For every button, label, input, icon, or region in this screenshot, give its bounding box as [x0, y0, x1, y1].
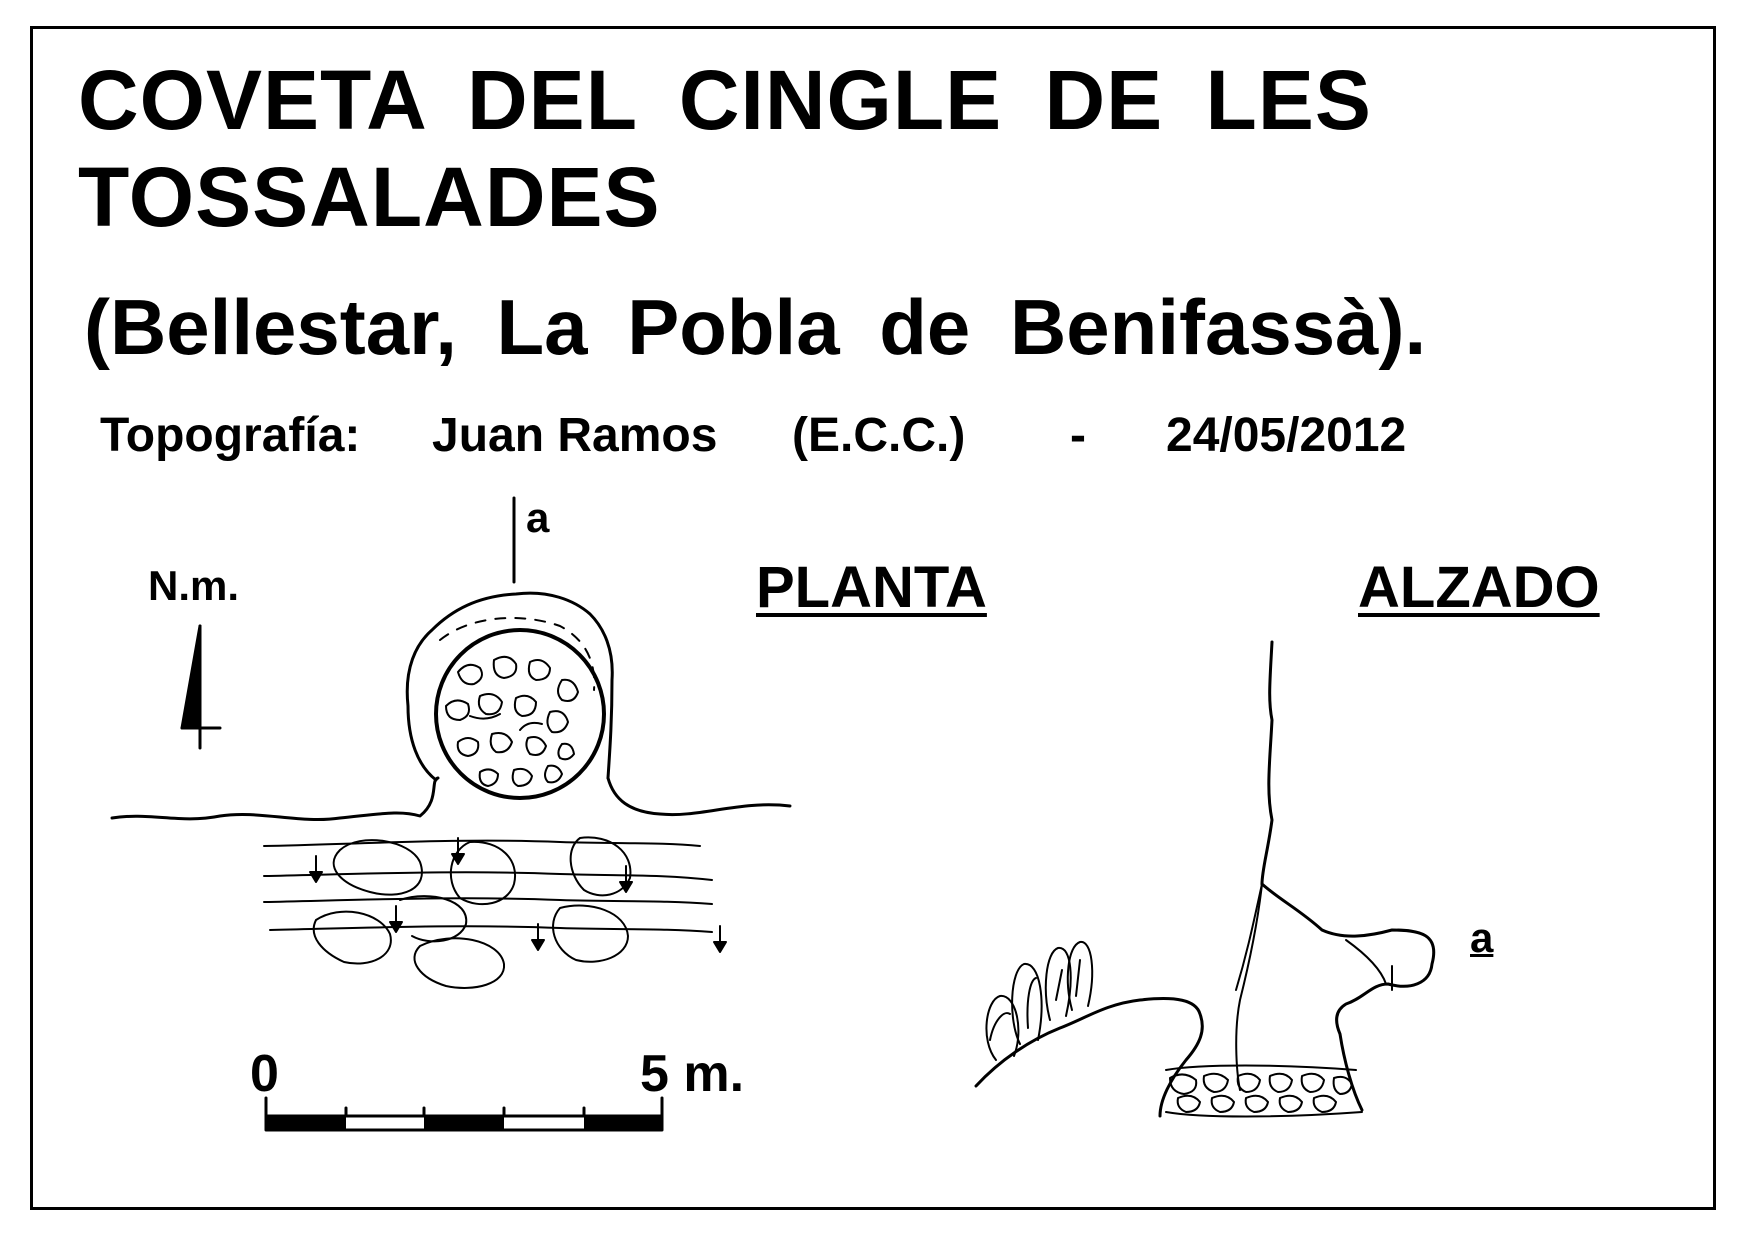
- cave-title: COVETA DEL CINGLE DE LES TOSSALADES: [78, 52, 1372, 247]
- title-line-2: TOSSALADES: [78, 150, 661, 245]
- plan-talus-slope: [263, 836, 713, 989]
- elevation-vegetation: [985, 941, 1094, 1061]
- scale-start-label: 0: [250, 1045, 279, 1103]
- plan-ground-line: [110, 776, 792, 822]
- scale-end-label: 5 m.: [640, 1045, 745, 1103]
- north-label: N.m.: [148, 562, 240, 609]
- plan-inner-ledge: [439, 617, 596, 691]
- elevation-label: ALZADO: [1358, 555, 1600, 620]
- plan-label: PLANTA: [756, 555, 987, 620]
- elevation-crack-lines: [1235, 883, 1387, 1091]
- title-line-1: COVETA DEL CINGLE DE LES: [78, 53, 1372, 147]
- page-frame: [30, 26, 1716, 1210]
- credit-date: 24/05/2012: [1166, 409, 1407, 462]
- location-subtitle: (Bellestar, La Pobla de Benifassà).: [84, 283, 1427, 371]
- credit-separator: -: [1070, 409, 1086, 462]
- plan-cave-outline: [405, 591, 614, 782]
- credit-label: Topografía:: [100, 409, 361, 462]
- credit-group: (E.C.C.): [792, 409, 966, 462]
- credit-author: Juan Ramos: [432, 409, 718, 462]
- elevation-boulder-floor: [1165, 1064, 1363, 1118]
- north-arrow-icon: [180, 624, 222, 750]
- elevation-section-marker: a: [1470, 914, 1494, 961]
- elevation-cliff-line: [1260, 640, 1274, 886]
- plan-section-marker: a: [526, 494, 550, 541]
- elevation-cave-left-wall: [974, 997, 1204, 1118]
- plan-slope-arrows: [309, 837, 727, 953]
- scale-bar: [264, 1096, 664, 1132]
- elevation-cave-roof: [1260, 882, 1436, 1112]
- plan-boulder-pile: [434, 628, 606, 800]
